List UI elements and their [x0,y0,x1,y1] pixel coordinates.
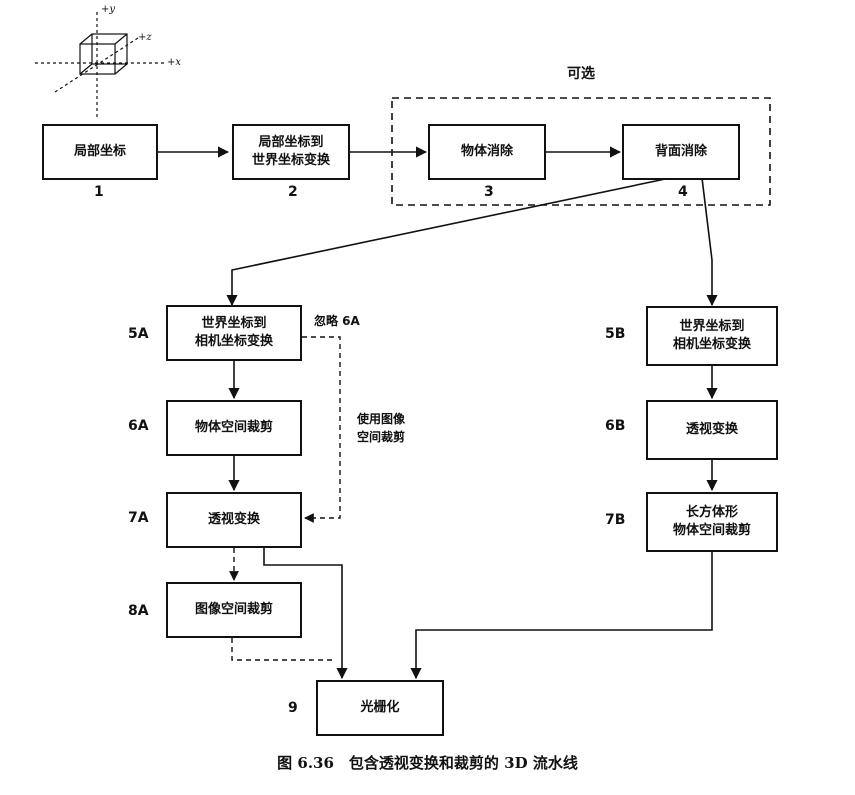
step-number-4: 4 [678,184,688,200]
box-image-space-clip: 图像空间裁剪 [166,582,302,638]
step-number-8a: 8A [128,603,149,619]
step-number-5a: 5A [128,326,149,342]
box-object-space-clip-a: 物体空间裁剪 [166,400,302,456]
box-perspective-b: 透视变换 [646,400,778,460]
step-number-7a: 7A [128,510,149,526]
box-object-culling: 物体消除 [428,124,546,180]
step-number-1: 1 [94,184,104,200]
step-number-3: 3 [484,184,494,200]
box-rasterization: 光栅化 [316,680,444,736]
axis-label-z: +z [138,32,152,43]
box-world-to-camera-a: 世界坐标到 相机坐标变换 [166,305,302,361]
box-cuboid-clip: 长方体形 物体空间裁剪 [646,492,778,552]
use-image-space-label: 使用图像 空间裁剪 [357,412,406,444]
dashed-8a-to-9 [231,638,335,661]
box-backface-culling: 背面消除 [622,124,740,180]
coordinate-axes-icon [35,12,165,118]
arrow-4-to-5b [701,177,718,307]
dashed-skip-6a [302,336,341,523]
step-number-2: 2 [288,184,298,200]
skip-6a-label: 忽略 6A [314,314,360,328]
optional-label: 可选 [567,66,595,82]
step-number-9: 9 [288,700,298,716]
box-local-coords: 局部坐标 [42,124,158,180]
step-number-6b: 6B [605,418,626,434]
step-number-6a: 6A [128,418,149,434]
figure-caption: 图 6.36 包含透视变换和裁剪的 3D 流水线 [277,754,578,772]
arrow-7a-to-9 [263,548,348,680]
box-perspective-a: 透视变换 [166,492,302,548]
box-local-to-world: 局部坐标到 世界坐标变换 [232,124,350,180]
step-number-7b: 7B [605,512,626,528]
arrow-7b-to-9 [410,552,713,680]
axis-label-y: +y [101,4,116,15]
box-world-to-camera-b: 世界坐标到 相机坐标变换 [646,306,778,366]
step-number-5b: 5B [605,326,626,342]
axis-label-x: +x [167,57,182,68]
arrow-4-to-5a [226,177,671,307]
